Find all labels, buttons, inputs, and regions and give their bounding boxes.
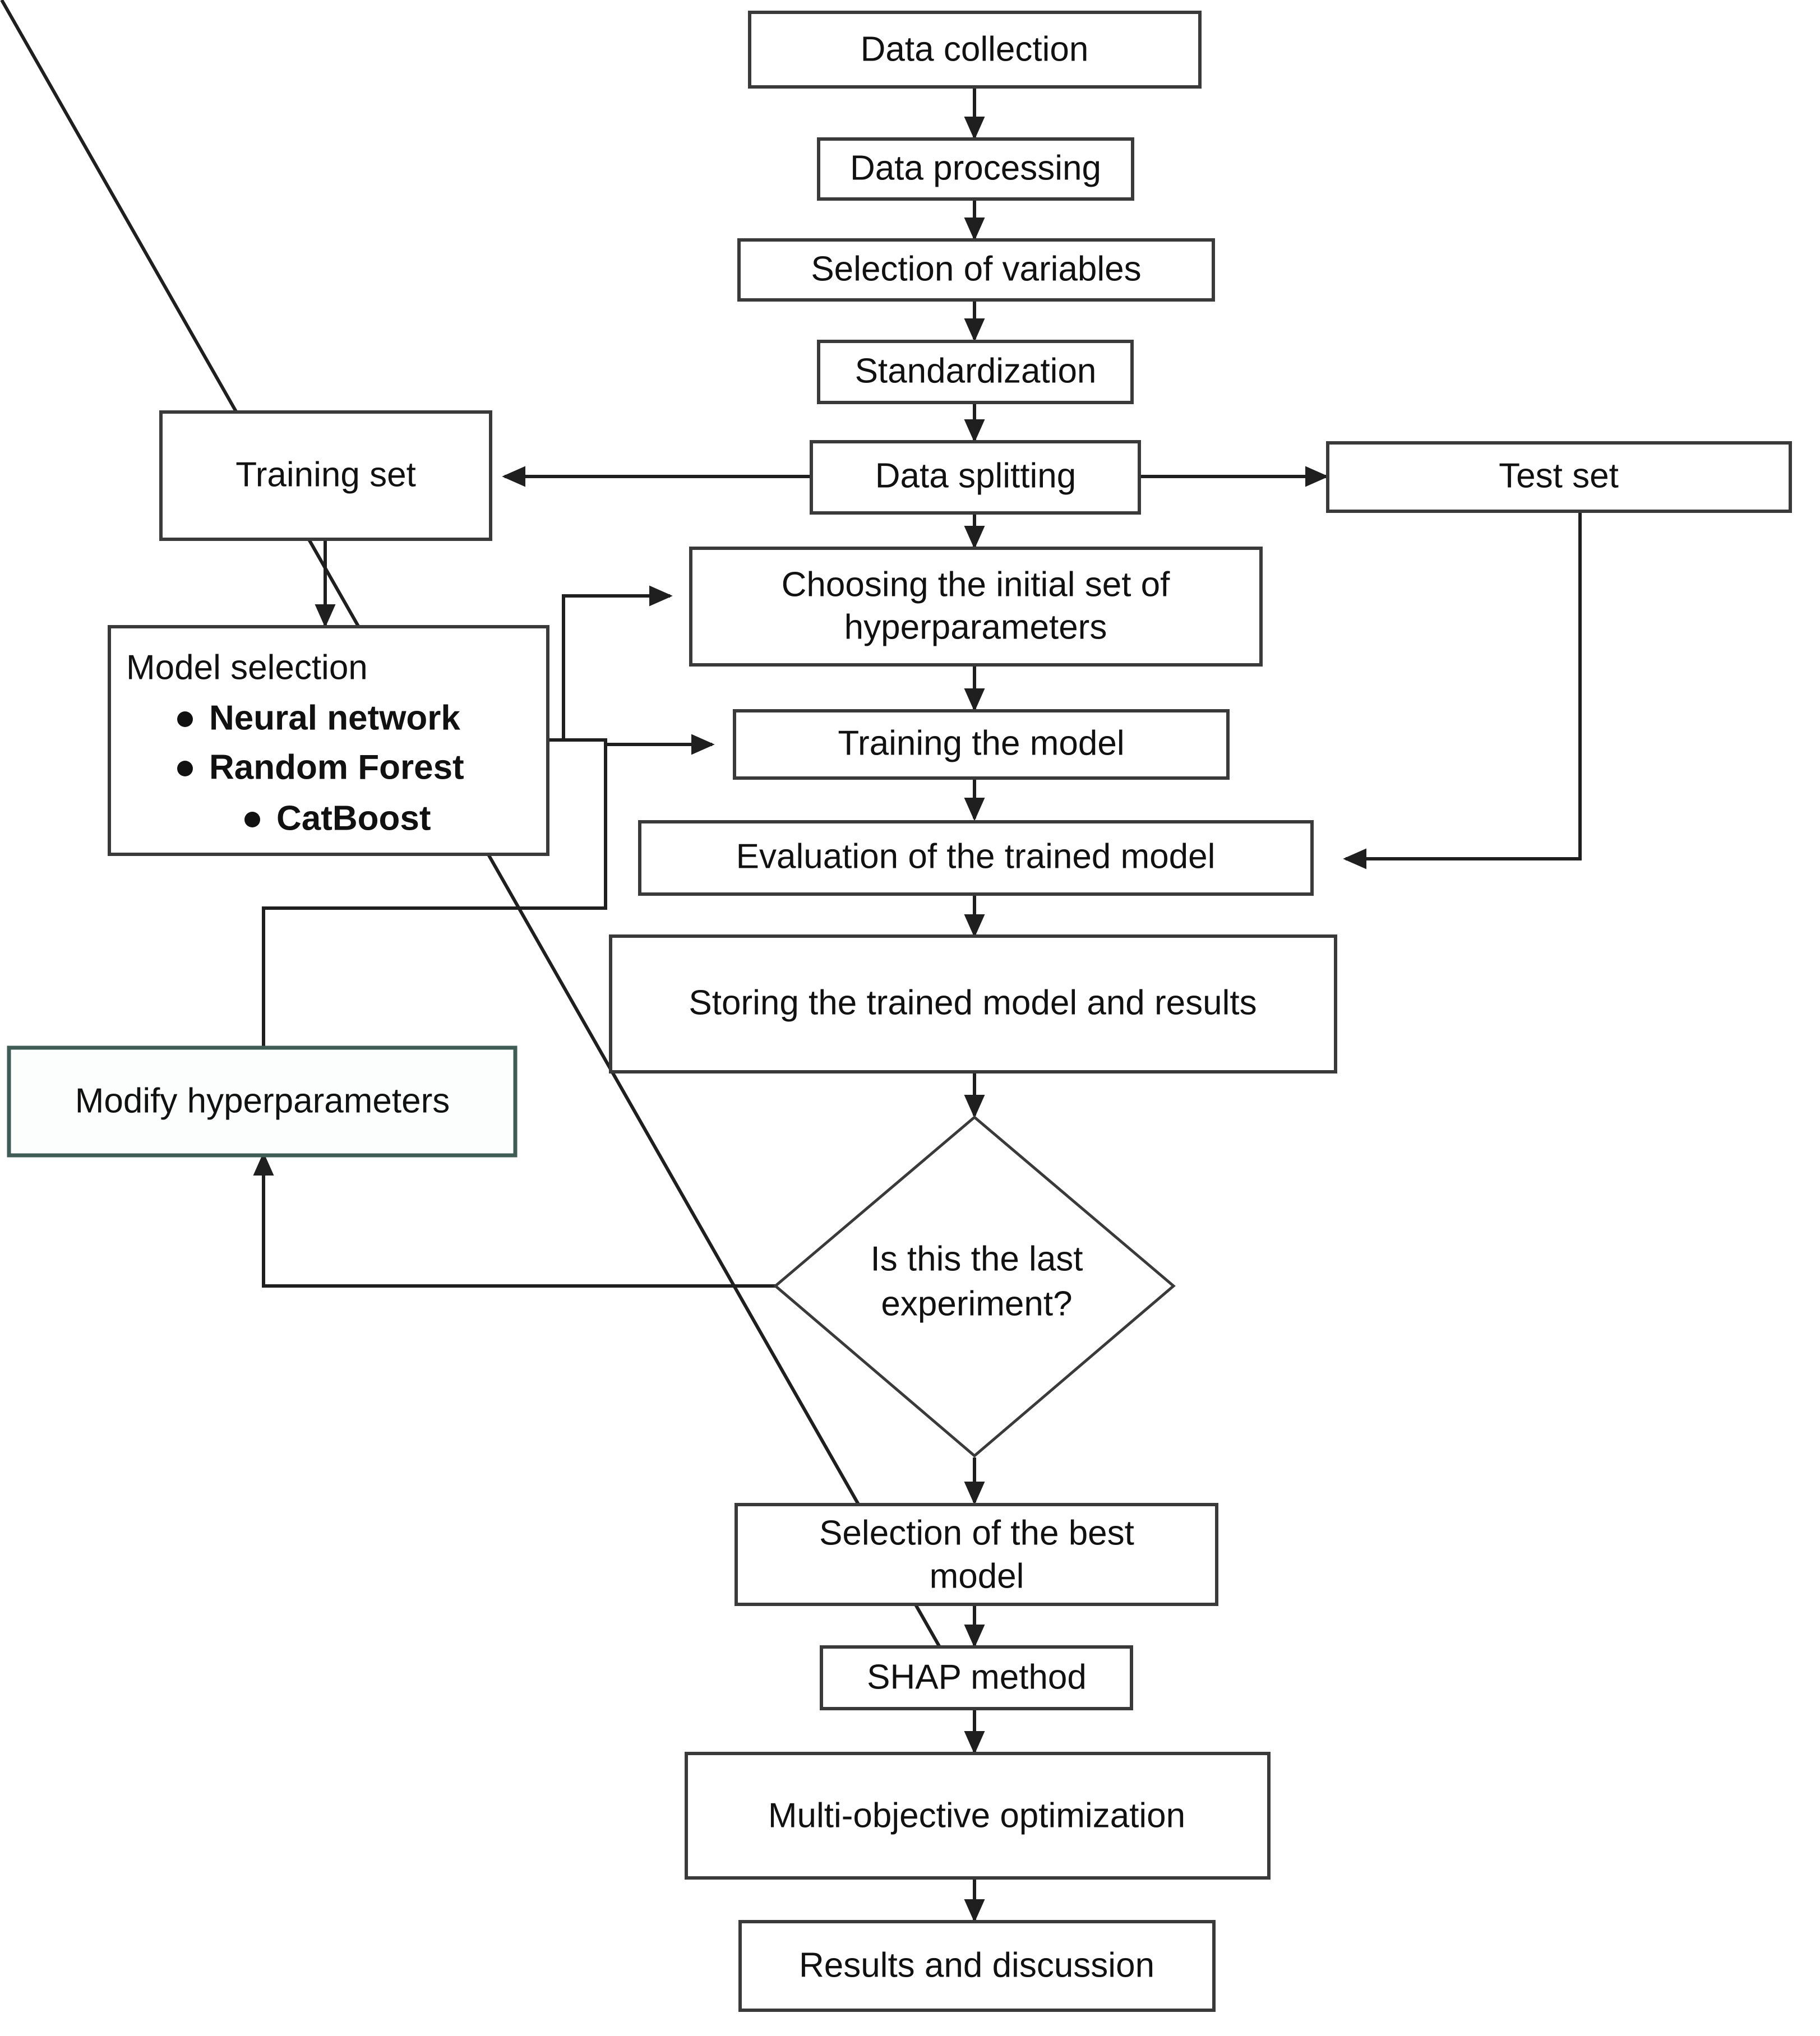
bullet-icon — [177, 761, 193, 776]
bullet-icon — [177, 711, 193, 727]
edge-training-the-model-to-modify-hyperparameters — [262, 744, 607, 1048]
node-data-splitting-label: Data splitting — [875, 456, 1076, 495]
node-results-and-discussion[interactable]: Results and discussion — [738, 1920, 1216, 2012]
node-evaluation-label: Evaluation of the trained model — [736, 837, 1216, 876]
node-selection-best-model-shape — [735, 1503, 1218, 1606]
node-decision-last-experiment-shape — [773, 1115, 1176, 1458]
node-multi-objective-optimization[interactable]: Multi-objective optimization — [685, 1752, 1271, 1880]
node-test-set[interactable]: Test set — [1326, 441, 1792, 513]
node-training-set-label: Training set — [235, 455, 416, 494]
node-selection-best-model[interactable]: Selection of the best model — [735, 1503, 1218, 1606]
node-model-selection-item-0: Neural network — [209, 698, 460, 737]
node-choosing-hyperparameters-line2: hyperparameters — [844, 608, 1107, 646]
node-standardization-label: Standardization — [855, 351, 1097, 390]
node-test-set-label: Test set — [1499, 456, 1619, 495]
node-data-processing[interactable]: Data processing — [817, 137, 1134, 201]
node-data-collection-label: Data collection — [861, 30, 1089, 68]
node-data-collection-shape — [748, 11, 1202, 89]
node-standardization[interactable]: Standardization — [817, 340, 1134, 404]
node-shap-method-label: SHAP method — [867, 1658, 1087, 1696]
node-shap-method-shape — [820, 1645, 1133, 1710]
node-storing-label: Storing the trained model and results — [689, 983, 1257, 1022]
node-test-set-shape — [1326, 441, 1792, 513]
node-modify-hyperparameters-shape — [7, 1045, 518, 1158]
node-choosing-hyperparameters-line1: Choosing the initial set of — [782, 565, 1171, 604]
node-results-and-discussion-shape — [738, 1920, 1216, 2012]
bullet-icon — [244, 812, 260, 827]
node-choosing-hyperparameters-shape — [689, 547, 1263, 667]
node-training-set[interactable]: Training set — [159, 410, 492, 541]
node-decision-line2: experiment? — [881, 1284, 1072, 1323]
edge-model-selection-to-choosing-hyperparameters — [548, 585, 673, 742]
edge-test-set-to-evaluation — [1343, 511, 1582, 869]
node-model-selection-label: Model selection — [126, 648, 368, 687]
node-storing[interactable]: Storing the trained model and results — [609, 934, 1337, 1073]
node-selection-best-model-line1: Selection of the best — [819, 1514, 1134, 1552]
node-storing-shape — [609, 934, 1337, 1073]
node-data-processing-shape — [817, 137, 1134, 201]
node-training-the-model-shape — [733, 709, 1230, 780]
node-decision-last-experiment[interactable]: Is this the last experiment? — [773, 1115, 1176, 1458]
node-selection-of-variables[interactable]: Selection of variables — [737, 238, 1215, 302]
edge-layer — [0, 0, 1582, 1923]
node-choosing-hyperparameters[interactable]: Choosing the initial set of hyperparamet… — [689, 547, 1263, 667]
node-multi-objective-optimization-shape — [685, 1752, 1271, 1880]
node-evaluation[interactable]: Evaluation of the trained model — [638, 820, 1314, 896]
node-data-splitting[interactable]: Data splitting — [810, 440, 1141, 515]
node-training-set-shape — [159, 410, 492, 541]
node-shap-method[interactable]: SHAP method — [820, 1645, 1133, 1710]
edge-decision-to-modify-hyperparameters — [253, 1152, 775, 1288]
node-data-processing-label: Data processing — [850, 149, 1101, 187]
node-training-the-model[interactable]: Training the model — [733, 709, 1230, 780]
node-selection-best-model-line2: model — [930, 1557, 1024, 1595]
node-selection-of-variables-label: Selection of variables — [811, 249, 1141, 288]
node-training-the-model-label: Training the model — [838, 724, 1124, 762]
node-model-selection-shape — [108, 625, 549, 856]
node-data-collection[interactable]: Data collection — [748, 11, 1202, 89]
node-model-selection[interactable]: Model selection Neural network Random Fo… — [108, 625, 549, 856]
edge-model-selection-to-training-the-model — [548, 734, 715, 755]
node-model-selection-item-2: CatBoost — [276, 799, 431, 837]
node-model-selection-item-1: Random Forest — [209, 748, 464, 786]
node-data-splitting-shape — [810, 440, 1141, 515]
node-modify-hyperparameters[interactable]: Modify hyperparameters — [7, 1045, 518, 1158]
node-evaluation-shape — [638, 820, 1314, 896]
node-modify-hyperparameters-label: Modify hyperparameters — [75, 1081, 450, 1120]
node-selection-of-variables-shape — [737, 238, 1215, 302]
node-results-and-discussion-label: Results and discussion — [799, 1946, 1154, 1984]
node-multi-objective-optimization-label: Multi-objective optimization — [768, 1796, 1185, 1835]
node-standardization-shape — [817, 340, 1134, 404]
node-decision-line1: Is this the last — [870, 1239, 1083, 1278]
